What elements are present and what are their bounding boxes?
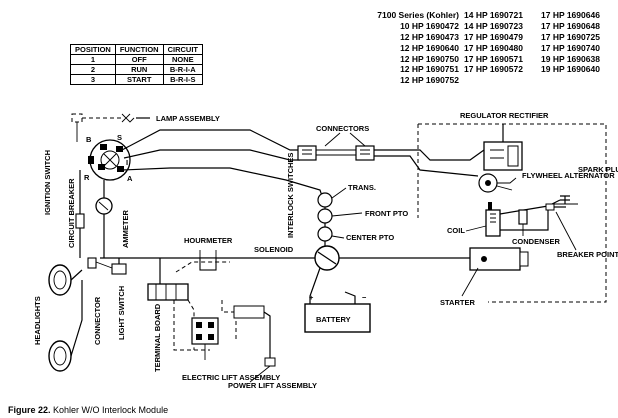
starter-solenoid — [314, 245, 340, 271]
terminal-r-label: R — [84, 173, 90, 182]
table-cell: B-R-I-S — [162, 74, 204, 85]
model-entry: 14 HP 1690721 — [464, 10, 523, 20]
ignition-position-table: POSITION FUNCTION CIRCUIT 1 OFF NONE 2 R… — [70, 44, 204, 85]
circuit-breaker — [75, 170, 85, 258]
ammeter-label: AMMETER — [121, 210, 130, 248]
model-list: 7100 Series (Kohler) 10 HP 1690472 12 HP… — [357, 10, 613, 98]
wire-solenoid-to-battery — [309, 267, 321, 304]
center-pto-switch-label: CENTER PTO — [346, 233, 394, 242]
ignition-coil — [485, 199, 561, 237]
terminal-s-label: S — [117, 133, 122, 142]
wire-start-to-connector — [121, 129, 300, 151]
figure-title: Kohler W/O Interlock Module — [53, 405, 169, 415]
regulator-rectifier-label: REGULATOR RECTIFIER — [460, 111, 549, 120]
table-row: 3 START B-R-I-S — [70, 74, 204, 85]
model-entry: 17 HP 1690648 — [541, 20, 600, 31]
regulator-rectifier — [483, 124, 523, 171]
model-column-3: 17 HP 1690646 17 HP 1690648 17 HP 169072… — [541, 10, 600, 75]
model-entry: 12 HP 1690473 — [400, 31, 459, 42]
electric-lift-assembly-label: ELECTRIC LIFT ASSEMBLY — [182, 373, 280, 382]
terminal-board-label: TERMINAL BOARD — [153, 303, 162, 372]
light-switch-label: LIGHT SWITCH — [117, 286, 126, 340]
wire-to-interlock — [121, 167, 323, 197]
headlights-label: HEADLIGHTS — [33, 296, 42, 345]
model-entry: 17 HP 1690571 — [464, 53, 523, 64]
model-entry: 17 HP 1690479 — [464, 31, 523, 42]
terminal-b-label: B — [86, 135, 92, 144]
coil-label: COIL — [447, 226, 465, 235]
model-entry: 17 HP 1690480 — [464, 42, 523, 53]
model-entry: 12 HP 1690752 — [400, 75, 459, 86]
battery-positive-label: + — [309, 293, 314, 302]
lamp-assembly — [71, 113, 150, 142]
wire-to-regulator — [374, 149, 485, 161]
model-entry: 14 HP 1690723 — [464, 20, 523, 31]
light-switch — [111, 258, 127, 275]
model-entry: 17 HP 1690646 — [541, 10, 600, 20]
terminal-a-label: A — [127, 174, 133, 183]
spark-plug-label: SPARK PLUG — [578, 165, 618, 174]
flywheel-alternator — [478, 173, 517, 193]
model-entry: 12 HP 1690751 — [400, 64, 459, 75]
battery-label: BATTERY — [316, 315, 351, 324]
model-entry: 19 HP 1690638 — [541, 53, 600, 64]
model-column-2: 14 HP 1690721 14 HP 1690723 17 HP 169047… — [464, 10, 523, 75]
flywheel-alternator-label: FLYWHEEL ALTERNATOR — [522, 171, 615, 180]
starter-motor — [461, 247, 529, 297]
table-row: 1 OFF NONE — [70, 54, 204, 65]
lamp-assembly-label: LAMP ASSEMBLY — [156, 114, 220, 123]
model-entry: 17 HP 1690740 — [541, 42, 600, 53]
front-pto-switch-label: FRONT PTO — [365, 209, 408, 218]
wire-to-alternator — [374, 155, 479, 177]
ignition-switch — [88, 139, 131, 181]
terminal-i-label: I — [126, 158, 128, 167]
model-entry: 10 HP 1690472 — [400, 20, 459, 31]
model-entry: 12 HP 1690640 — [400, 42, 459, 53]
trans-switch-label: TRANS. — [348, 183, 376, 192]
engine-boundary — [418, 123, 607, 303]
headlights — [48, 264, 83, 372]
figure-number: Figure 22. — [8, 405, 51, 415]
terminal-board — [147, 258, 189, 301]
table-cell: 3 — [70, 74, 116, 85]
breaker-points-label: BREAKER POINTS — [557, 250, 618, 259]
power-lift-assembly — [221, 300, 276, 383]
electric-lift-assembly — [173, 299, 219, 360]
model-entry: 17 HP 1690725 — [541, 31, 600, 42]
starter-label: STARTER — [440, 298, 475, 307]
wire-ignition-to-connector — [123, 149, 300, 161]
circuit-breaker-label: CIRCUIT BREAKER — [67, 178, 76, 248]
condenser — [500, 209, 549, 236]
connectors-label: CONNECTORS — [316, 124, 369, 133]
ignition-switch-label: IGNITION SWITCH — [43, 150, 52, 215]
model-entry: 12 HP 1690750 — [400, 53, 459, 64]
model-entry: 17 HP 1690572 — [464, 64, 523, 75]
ammeter — [95, 180, 113, 258]
figure-caption: Figure 22. Kohler W/O Interlock Module — [8, 405, 168, 415]
breaker-points — [545, 203, 577, 251]
interlock-switches-label: INTERLOCK SWITCHES — [286, 153, 295, 238]
spark-plug — [552, 195, 578, 205]
model-column-1: 7100 Series (Kohler) 10 HP 1690472 12 HP… — [357, 10, 459, 86]
condenser-label: CONDENSER — [512, 237, 561, 246]
model-entry: 19 HP 1690640 — [541, 64, 600, 75]
solenoid-label: SOLENOID — [254, 245, 294, 254]
interlock-switches — [317, 187, 363, 246]
battery — [304, 291, 371, 333]
battery-negative-label: − — [362, 293, 367, 302]
model-list-heading: 7100 Series (Kohler) — [377, 10, 459, 20]
lamp-connector — [87, 257, 113, 269]
hourmeter-label: HOURMETER — [184, 236, 233, 245]
harness-connectors — [297, 132, 375, 161]
hourmeter — [175, 250, 230, 273]
connector-label: CONNECTOR — [93, 296, 102, 345]
power-lift-assembly-label: POWER LIFT ASSEMBLY — [228, 381, 317, 390]
